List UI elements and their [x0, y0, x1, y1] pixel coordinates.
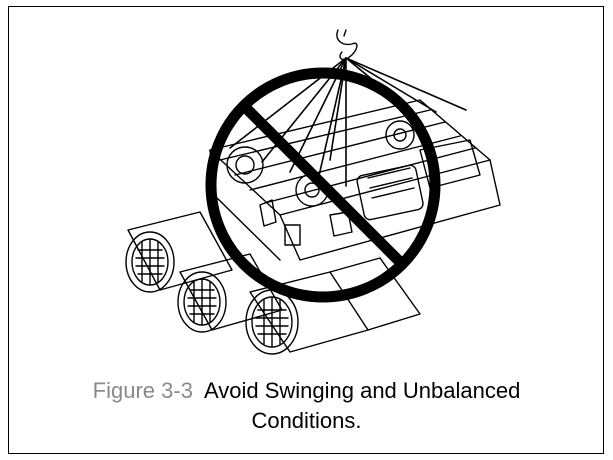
- crane-hook-drawing: [336, 29, 358, 61]
- figure-title-line-1: Avoid Swinging and Unbalanced: [203, 378, 521, 403]
- caption-line-1: Figure 3-3 Avoid Swinging and Unbalanced: [20, 376, 593, 406]
- prohibition-sign-icon: [205, 67, 441, 303]
- figure-number: Figure 3-3: [92, 378, 193, 403]
- frame-rails: [209, 99, 501, 261]
- motor-left: [125, 211, 233, 293]
- figure-frame: [8, 6, 604, 454]
- figure-title-line-2: Conditions.: [251, 408, 362, 433]
- caption-line-2: Conditions.: [20, 406, 593, 436]
- machine-body-detail: [226, 120, 481, 246]
- figure-caption: Figure 3-3 Avoid Swinging and Unbalanced…: [20, 376, 593, 436]
- machine-lifting-illustration: [125, 29, 501, 355]
